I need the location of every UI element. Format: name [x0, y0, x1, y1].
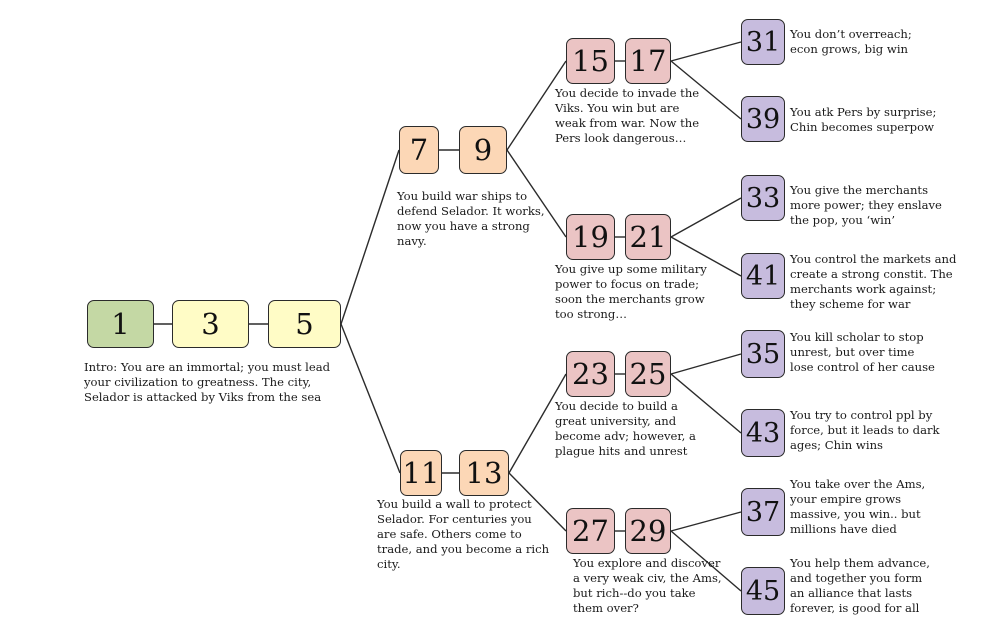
node-41: 41 [741, 253, 785, 299]
description-39: You atk Pers by surprise; Chin becomes s… [790, 105, 937, 134]
connector-9-19 [506, 149, 567, 238]
node-37: 37 [741, 488, 785, 536]
node-31: 31 [741, 19, 785, 65]
connector-25-35 [670, 353, 742, 375]
node-29: 29 [625, 508, 671, 554]
connector-21-33 [670, 197, 742, 238]
node-1: 1 [87, 300, 154, 348]
description-33: You give the merchants more power; they … [790, 183, 942, 227]
description-21: You give up some military power to focus… [555, 262, 707, 321]
node-45: 45 [741, 567, 785, 615]
node-25: 25 [625, 351, 671, 397]
node-39: 39 [741, 96, 785, 142]
description-43: You try to control ppl by force, but it … [790, 408, 940, 452]
connector-25-43 [670, 373, 742, 434]
connector-29-45 [670, 530, 742, 592]
description-25: You decide to build a great university, … [555, 399, 696, 458]
description-41: You control the markets and create a str… [790, 252, 957, 311]
description-17: You decide to invade the Viks. You win b… [555, 86, 700, 145]
connector-21-41 [670, 236, 742, 277]
connector-13-23 [508, 373, 567, 474]
connector-17-31 [670, 41, 742, 62]
connector-29-37 [670, 511, 742, 532]
node-17: 17 [625, 38, 671, 84]
node-43: 43 [741, 409, 785, 457]
node-3: 3 [172, 300, 249, 348]
node-7: 7 [399, 126, 439, 174]
node-11: 11 [400, 450, 442, 496]
intro-description: Intro: You are an immortal; you must lea… [84, 360, 331, 404]
description-13: You build a wall to protect Selador. For… [377, 497, 550, 571]
description-37: You take over the Ams, your empire grows… [790, 477, 926, 536]
node-5: 5 [268, 300, 341, 348]
connector-5-11 [340, 323, 401, 474]
connector-17-39 [670, 60, 742, 120]
node-33: 33 [741, 175, 785, 221]
node-35: 35 [741, 330, 785, 378]
node-9: 9 [459, 126, 507, 174]
description-29: You explore and discover a very weak civ… [573, 556, 722, 615]
connector-9-15 [506, 60, 567, 151]
node-27: 27 [566, 508, 615, 554]
node-23: 23 [566, 351, 615, 397]
node-15: 15 [566, 38, 615, 84]
description-45: You help them advance, and together you … [790, 556, 930, 615]
node-21: 21 [625, 214, 671, 260]
node-19: 19 [566, 214, 615, 260]
connector-5-7 [340, 149, 400, 325]
description-31: You don’t overreach; econ grows, big win [790, 27, 912, 56]
connector-13-27 [508, 472, 567, 532]
description-35: You kill scholar to stop unrest, but ove… [790, 330, 935, 374]
node-13: 13 [459, 450, 509, 496]
description-9: You build war ships to defend Selador. I… [397, 189, 545, 248]
